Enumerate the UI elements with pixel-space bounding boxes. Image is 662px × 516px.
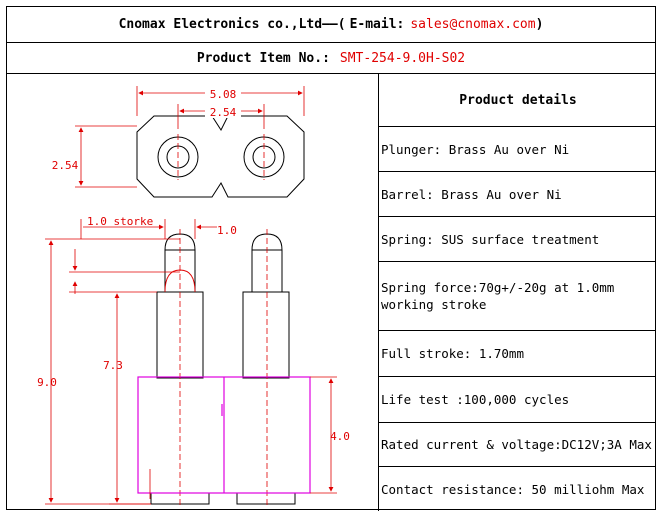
product-item-number: SMT-254-9.0H-S02 xyxy=(339,50,466,66)
dim-total-height: 9.0 xyxy=(37,376,57,389)
drawing-svg: 5.08 2.54 2.54 xyxy=(37,86,350,506)
dim-height-top: 2.54 xyxy=(52,159,79,172)
dim-housing-height: 4.0 xyxy=(330,430,350,443)
dim-body-height: 7.3 xyxy=(103,359,123,372)
detail-contact-resistance: Contact resistance: 50 milliohm Max xyxy=(381,481,645,497)
housing-outline xyxy=(137,376,311,494)
dim-width-total: 5.08 xyxy=(210,88,237,101)
detail-barrel: Barrel: Brass Au over Ni xyxy=(379,172,655,217)
detail-full-stroke: Full stroke: 1.70mm xyxy=(379,331,655,377)
email-link[interactable]: sales@cnomax.com xyxy=(410,17,536,32)
company-name: Cnomax Electronics co.,Ltd xyxy=(118,17,323,32)
header-separator: ——( xyxy=(322,17,346,32)
details-heading: Product details xyxy=(379,74,655,127)
email-label: E-mail: xyxy=(349,17,405,32)
dim-stroke: 1.0 storke xyxy=(87,215,153,228)
detail-rated-current: Rated current & voltage:DC12V;3A Max xyxy=(379,423,655,467)
product-item-label: Product Item No.: xyxy=(196,50,330,66)
product-details-table: Product details Plunger: Brass Au over N… xyxy=(379,74,655,511)
header-close-paren: ) xyxy=(535,17,544,32)
product-row: Product Item No.: SMT-254-9.0H-S02 xyxy=(7,43,655,74)
top-view xyxy=(136,115,305,198)
detail-spring: Spring: SUS surface treatment xyxy=(379,217,655,262)
detail-spring-force: Spring force:70g+/-20g at 1.0mm working … xyxy=(379,262,655,331)
side-view xyxy=(150,233,296,505)
dim-stroke-side: 1.0 xyxy=(217,224,237,237)
header-row: Cnomax Electronics co.,Ltd ——( E-mail: s… xyxy=(7,7,655,43)
spec-sheet: Cnomax Electronics co.,Ltd ——( E-mail: s… xyxy=(6,6,656,511)
detail-plunger: Plunger: Brass Au over Ni xyxy=(379,127,655,172)
dim-pitch: 2.54 xyxy=(210,106,237,119)
detail-life-test: Life test :100,000 cycles xyxy=(379,377,655,423)
technical-drawing: 5.08 2.54 2.54 xyxy=(7,74,379,511)
